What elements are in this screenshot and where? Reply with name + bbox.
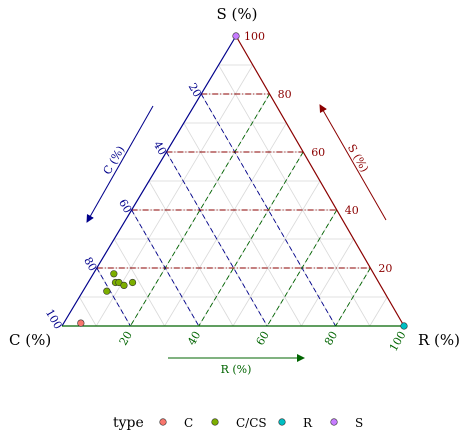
edge-c — [61, 35, 237, 327]
grid-line-c — [113, 238, 165, 327]
tick-label-r: 40 — [185, 329, 203, 348]
major-line-r — [198, 151, 304, 327]
legend-key — [159, 418, 167, 426]
tick-label-s: 40 — [345, 204, 359, 217]
major-line-c — [200, 93, 336, 327]
legend-label: R — [303, 416, 313, 430]
s-axis-arrow — [319, 104, 387, 221]
major-line-c — [166, 151, 268, 327]
grid-line-c — [148, 180, 234, 327]
legend-key — [211, 418, 219, 426]
r-axis-title: R (%) — [418, 331, 460, 349]
tick-label-s: 60 — [311, 146, 325, 159]
legend-title: type — [113, 415, 144, 431]
tick-labels: 20 20 20 40 40 40 60 60 60 80 80 80 100 100 100 — [43, 30, 409, 354]
s-axis-title: S (%) — [216, 5, 257, 23]
c-axis-arrow — [86, 105, 154, 223]
r-axis-arrow-label: R (%) — [221, 363, 252, 376]
tick-label-s: 20 — [378, 262, 392, 275]
data-point — [128, 278, 137, 287]
grid-line-r — [164, 122, 287, 327]
data-point — [77, 319, 85, 327]
legend-key — [278, 418, 286, 426]
tick-label-c: 20 — [186, 81, 204, 100]
c-axis-arrow-label: C (%) — [101, 144, 128, 177]
grid-line-c — [79, 296, 97, 327]
grid-line-r — [369, 296, 388, 327]
major-line-c — [96, 267, 131, 327]
tick-label-r: 80 — [322, 329, 340, 348]
triangle-border — [61, 35, 405, 327]
tick-label-c: 100 — [43, 307, 65, 332]
tick-label-s: 100 — [244, 30, 265, 43]
legend-label: C — [184, 416, 193, 430]
major-line-c — [131, 209, 200, 327]
legend-label: C/CS — [236, 416, 267, 430]
grid-line-c — [183, 122, 302, 327]
grid-line-r — [232, 180, 321, 327]
tick-label-r: 60 — [254, 329, 272, 348]
grid-line-r — [301, 238, 354, 327]
major-line-r — [130, 93, 270, 327]
data-point — [103, 287, 111, 295]
data-point — [400, 322, 408, 330]
data-points — [77, 32, 408, 330]
tick-label-c: 40 — [151, 139, 169, 158]
s-axis-arrow-label: S (%) — [345, 142, 371, 175]
c-axis-title: C (%) — [9, 331, 51, 349]
tick-label-r: 20 — [117, 329, 135, 348]
legend-label: S — [355, 416, 363, 430]
edge-s — [235, 35, 405, 327]
data-point — [232, 32, 240, 40]
data-point — [110, 270, 118, 278]
major-line-r — [266, 209, 338, 327]
major-line-r — [335, 267, 371, 327]
legend: type C C/CS R S — [113, 415, 363, 431]
legend-key — [330, 418, 338, 426]
tick-label-c: 60 — [116, 197, 134, 216]
grid-line-r — [95, 64, 254, 327]
major-dashed-lines — [96, 93, 371, 327]
tick-label-s: 80 — [278, 88, 292, 101]
grid-line-c — [218, 64, 371, 327]
tick-label-c: 80 — [81, 255, 99, 274]
tick-label-r: 100 — [387, 329, 409, 354]
data-point — [120, 281, 128, 290]
